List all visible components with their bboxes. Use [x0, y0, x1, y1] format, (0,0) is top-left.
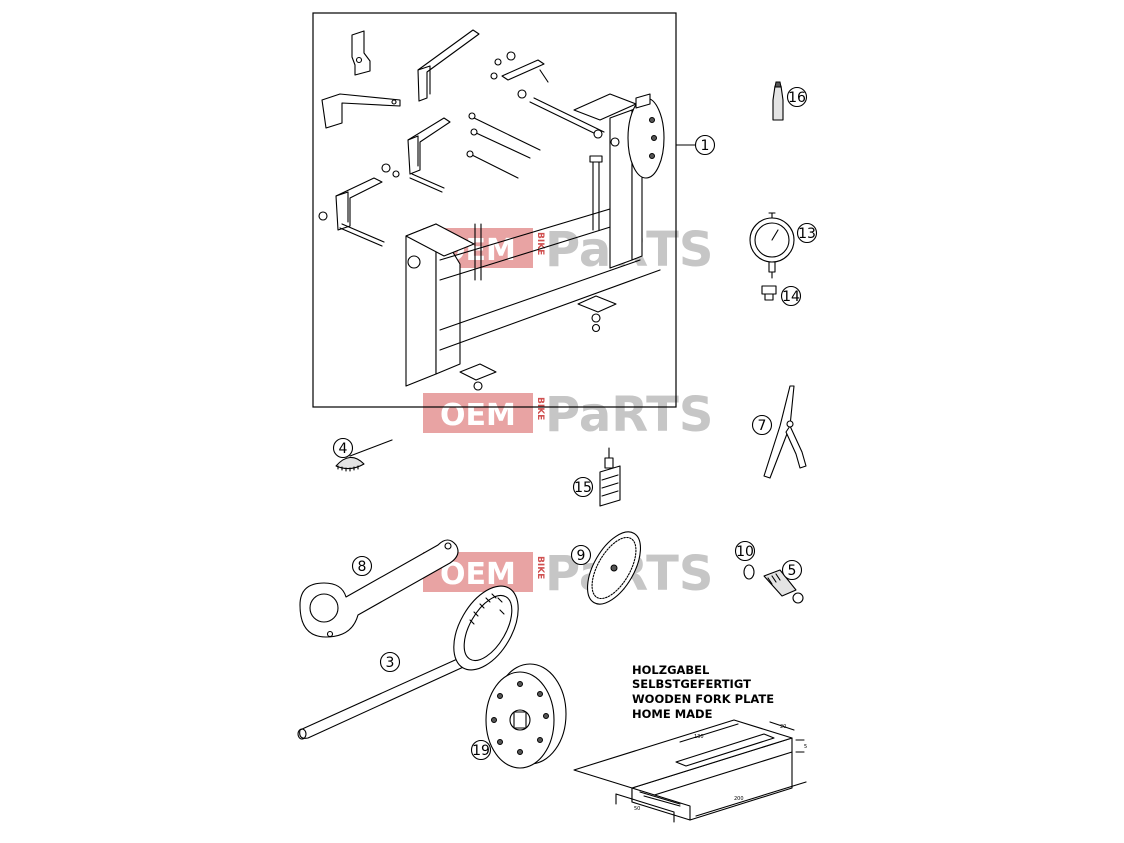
callout-1: 1: [694, 134, 716, 156]
item-4-holding-tool: [335, 439, 393, 472]
callouts-layer: 1 16 13 14 4 7 15 8 9 10 5 3 19: [332, 86, 818, 761]
callout-7: 7: [751, 414, 773, 436]
callout-circle: [694, 134, 716, 156]
callout-circle: [379, 651, 401, 673]
callout-15: 15: [572, 476, 594, 498]
callout-label: 5: [788, 563, 797, 579]
item-13-dial-gauge: [749, 212, 795, 279]
item-10-bushing: [743, 564, 755, 580]
callout-label: 3: [386, 655, 395, 671]
callout-9: 9: [570, 544, 592, 566]
callout-label: 7: [758, 418, 767, 434]
callout-label: 19: [472, 743, 490, 759]
item-14-adapter: [761, 285, 777, 301]
callout-circle: [751, 414, 773, 436]
callout-5: 5: [781, 559, 803, 581]
callout-label: 8: [358, 559, 367, 575]
item-16-sealant-bottle: [772, 81, 784, 121]
callout-label: 13: [798, 226, 816, 242]
engine-stand-kit-frame: [312, 12, 677, 408]
watermark-bike-text-bottom: BIKE: [535, 556, 545, 579]
watermark-bottom: OEM PaRTS: [423, 546, 713, 602]
callout-circle: [734, 540, 756, 562]
callout-circle: [796, 222, 818, 244]
item-5-threaded-tool: [763, 569, 804, 604]
callout-label: 4: [339, 441, 348, 457]
callout-circle: [570, 544, 592, 566]
watermark-oem-text: OEM: [440, 398, 516, 433]
callout-circle: [781, 559, 803, 581]
callout-4: 4: [332, 437, 354, 459]
dim-height: 20: [780, 724, 786, 730]
callout-label: 15: [574, 480, 592, 496]
callout-3: 3: [379, 651, 401, 673]
callout-19: 19: [470, 739, 492, 761]
callout-label: 16: [788, 90, 806, 106]
callout-label: 1: [701, 138, 710, 154]
callout-13: 13: [796, 222, 818, 244]
callout-circle: [351, 555, 373, 577]
fork-plate-note: HOLZGABEL SELBSTGEFERTIGT WOODEN FORK PL…: [632, 663, 774, 721]
callout-label: 10: [736, 544, 754, 560]
watermark-bike-text-top: BIKE: [535, 232, 545, 255]
watermark-bike-text-middle: BIKE: [535, 397, 545, 420]
callout-circle: [470, 739, 492, 761]
note-line-4: HOME MADE: [632, 707, 713, 721]
watermark-middle: OEM PaRTS: [423, 387, 713, 443]
callout-circle: [572, 476, 594, 498]
item-15-oil-bottle: [599, 447, 621, 507]
watermark-parts-text: PaRTS: [545, 387, 713, 443]
callout-10: 10: [734, 540, 756, 562]
item-19-flywheel-puller: [485, 663, 567, 769]
callout-16: 16: [786, 86, 808, 108]
note-line-3: WOODEN FORK PLATE: [632, 692, 774, 706]
note-line-1: HOLZGABEL: [632, 663, 710, 677]
item-7-circlip-pliers: [763, 385, 807, 479]
item-8-pin-wrench: [299, 539, 459, 638]
dim-thickness: 5: [804, 744, 807, 750]
callout-8: 8: [351, 555, 373, 577]
dim-width: 130: [694, 734, 704, 740]
engine-stand-kit-parts: [318, 29, 665, 391]
dim-depth: 50: [634, 806, 640, 812]
note-line-2: SELBSTGEFERTIGT: [632, 677, 751, 691]
callout-circle: [786, 86, 808, 108]
callout-circle: [332, 437, 354, 459]
callout-14: 14: [780, 285, 802, 307]
dim-length: 200: [734, 796, 744, 802]
watermark-top: OEM PaRTS: [423, 222, 713, 278]
item-9-degree-disc: [586, 531, 642, 605]
wooden-fork-plate-drawing: 130 200 50 20 5: [573, 719, 807, 823]
callout-label: 9: [577, 548, 586, 564]
callout-circle: [780, 285, 802, 307]
callout-label: 14: [782, 289, 800, 305]
item-3-clutch-holder: [297, 585, 519, 740]
